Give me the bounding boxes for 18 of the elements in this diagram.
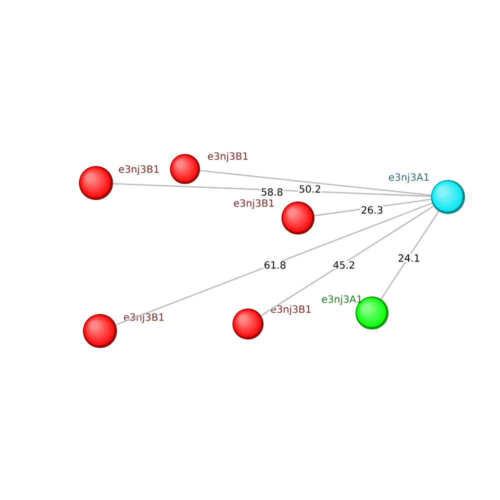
connector-line	[113, 183, 431, 197]
connector-line	[380, 211, 440, 300]
node-label: e3nj3B1	[118, 165, 159, 175]
connector-line	[200, 170, 431, 196]
node-label: e3nj3A1	[388, 173, 429, 183]
edge-label: 45.2	[332, 260, 356, 270]
node-label: e3nj3B1	[270, 305, 311, 315]
edge-label: 26.3	[360, 206, 384, 214]
edge-label: 24.1	[397, 254, 421, 262]
edge-label: 50.2	[298, 184, 322, 194]
node-label: e3nj3A1	[322, 295, 362, 305]
connector-line	[260, 206, 434, 316]
edge-label: 61.8	[263, 260, 287, 270]
node-label: e3nj3B1	[208, 152, 248, 162]
edge-label: 58.8	[260, 188, 284, 196]
connector-line	[314, 198, 432, 216]
node-label: e3nj3B1	[234, 199, 274, 209]
connector-line	[116, 202, 432, 326]
